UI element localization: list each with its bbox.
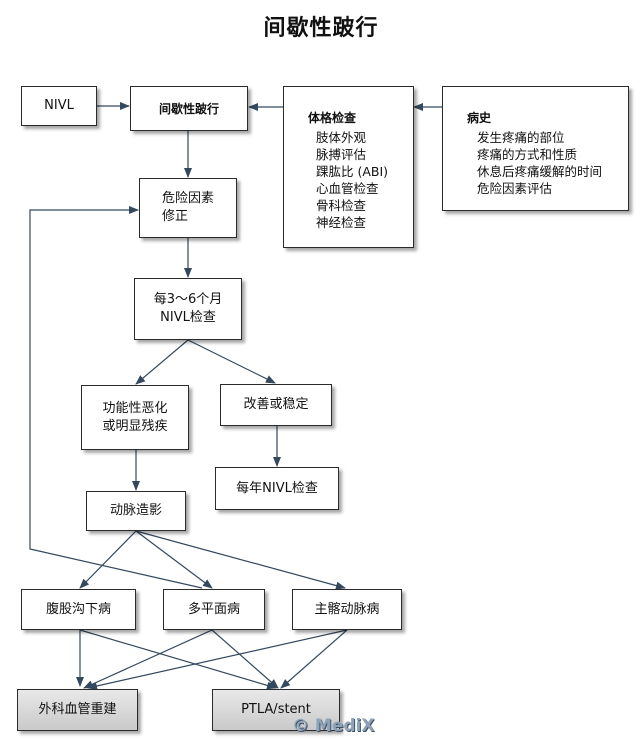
node-nivl: NIVL bbox=[21, 86, 97, 126]
node-followup-nivl: 每3～6个月 NIVL检查 bbox=[134, 278, 242, 340]
arrow-inguinal-to-ptla bbox=[79, 629, 277, 690]
node-angiography: 动脉造影 bbox=[86, 491, 186, 531]
node-angio-line: 动脉造影 bbox=[109, 503, 162, 518]
history-item: 危险因素评估 bbox=[477, 181, 553, 196]
arrow-feedback-to-risk bbox=[29, 206, 203, 589]
node-risk-factor-modification: 危险因素 修正 bbox=[139, 178, 237, 238]
physical-exam-item: 骨科检查 bbox=[316, 198, 367, 213]
arrow-angio-to-aortoiliac bbox=[135, 530, 346, 590]
arrow-multilevel-to-ptla bbox=[211, 629, 279, 689]
physical-exam-item: 脉搏评估 bbox=[316, 147, 367, 162]
node-ptla-stent: PTLA/stent bbox=[212, 689, 340, 731]
node-claudication-line: 间歇性跛行 bbox=[158, 101, 219, 116]
node-multilevel-line: 多平面病 bbox=[187, 601, 240, 617]
node-followup-line: NIVL检查 bbox=[160, 310, 216, 325]
node-aortoiliac-disease: 主髂动脉病 bbox=[292, 589, 402, 630]
node-ptla-line: PTLA/stent bbox=[241, 702, 311, 717]
physical-exam-item: 踝肱比 (ABI) bbox=[316, 164, 389, 179]
arrow-aortoiliac-to-ptla bbox=[280, 629, 348, 689]
arrow-followup-to-worse bbox=[135, 339, 189, 385]
history-item: 休息后疼痛缓解的时间 bbox=[477, 164, 603, 179]
node-surgery-line: 外科血管重建 bbox=[38, 702, 117, 717]
medix-watermark: © MediX bbox=[292, 716, 375, 736]
node-claudication: 间歇性跛行 bbox=[130, 86, 248, 131]
physical-exam-item: 肢体外观 bbox=[316, 130, 367, 145]
history-item: 发生疼痛的部位 bbox=[477, 130, 565, 145]
arrow-multilevel-to-surgery bbox=[83, 629, 213, 689]
history-heading: 病史 bbox=[467, 111, 492, 125]
node-inguinal-line: 腹股沟下病 bbox=[45, 601, 111, 617]
node-worse-line: 或明显残疾 bbox=[102, 418, 168, 434]
arrow-aortoiliac-to-surgery bbox=[87, 629, 348, 690]
node-aortoiliac-line: 主髂动脉病 bbox=[314, 601, 380, 617]
node-physical-exam: 体格检查 肢体外观 脉搏评估 踝肱比 (ABI) 心血管检查 骨科检查 神经检查 bbox=[283, 86, 414, 248]
node-worse-line: 功能性恶化 bbox=[102, 400, 168, 416]
node-risk-line: 危险因素 bbox=[162, 191, 215, 206]
node-nivl-line: NIVL bbox=[44, 98, 74, 113]
node-followup-line: 每3～6个月 bbox=[153, 292, 223, 307]
arrow-angio-to-multilevel bbox=[135, 530, 213, 589]
node-functional-deterioration: 功能性恶化 或明显残疾 bbox=[81, 385, 189, 450]
node-history: 病史 发生疼痛的部位 疼痛的方式和性质 休息后疼痛缓解的时间 危险因素评估 bbox=[442, 86, 629, 211]
physical-exam-heading: 体格检查 bbox=[308, 111, 357, 125]
physical-exam-item: 神经检查 bbox=[316, 215, 367, 230]
diagram-title: 间歇性跛行 bbox=[263, 16, 379, 41]
history-item: 疼痛的方式和性质 bbox=[477, 147, 578, 162]
node-annual-line: 每年NIVL检查 bbox=[236, 480, 318, 496]
arrow-angio-to-inguinal bbox=[79, 530, 137, 589]
physical-exam-item: 心血管检查 bbox=[316, 181, 379, 196]
node-infrainguinal-disease: 腹股沟下病 bbox=[21, 589, 136, 630]
node-improve-line: 改善或稳定 bbox=[243, 397, 309, 412]
node-risk-line: 修正 bbox=[162, 209, 189, 224]
node-improved-or-stable: 改善或稳定 bbox=[220, 384, 332, 426]
arrow-followup-to-improve bbox=[187, 339, 276, 384]
node-multilevel-disease: 多平面病 bbox=[163, 589, 265, 630]
node-annual-nivl: 每年NIVL检查 bbox=[215, 467, 339, 510]
node-surgical-revascularization: 外科血管重建 bbox=[17, 689, 138, 731]
